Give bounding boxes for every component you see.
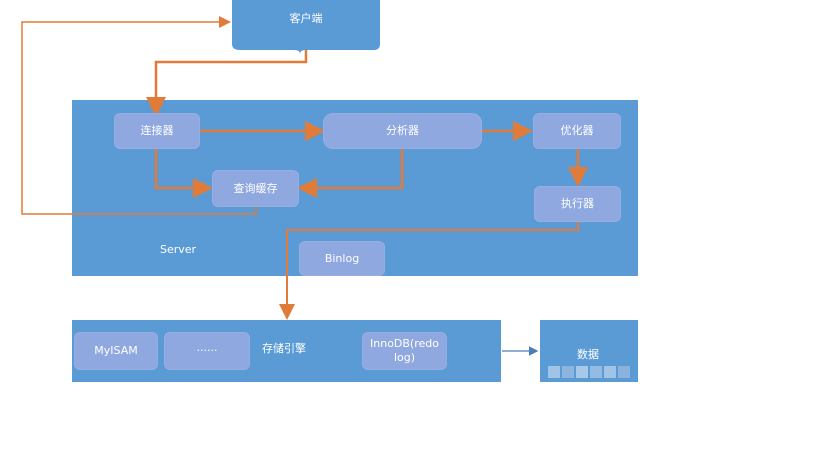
analyzer-node: 分析器	[323, 113, 482, 149]
query-cache-node: 查询缓存	[212, 170, 299, 207]
server-label: Server	[160, 243, 197, 256]
innodb-label-line1: InnoDB(redo	[370, 337, 439, 350]
ellipsis-node: ······	[164, 332, 250, 370]
storage-engine-label: 存储引擎	[262, 342, 306, 355]
myisam-node: MyISAM	[74, 332, 158, 370]
pixelated-watermark	[548, 366, 634, 380]
optimizer-node: 优化器	[533, 113, 621, 149]
connector-node: 连接器	[114, 113, 200, 149]
innodb-node: InnoDB(redo log)	[362, 332, 447, 370]
data-label: 数据	[577, 348, 599, 361]
binlog-node: Binlog	[299, 241, 385, 276]
client-label: 客户端	[289, 12, 323, 25]
innodb-label-line2: log)	[393, 351, 416, 364]
executor-node: 执行器	[534, 186, 621, 222]
